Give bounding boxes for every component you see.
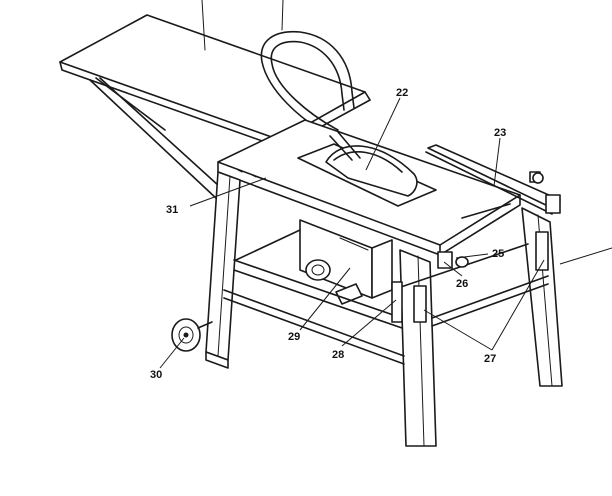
callout-25: 25 <box>492 248 504 260</box>
dust-extraction-hose <box>201 0 355 136</box>
callout-22: 22 <box>396 87 408 99</box>
motor-housing <box>299 219 393 305</box>
rip-fence <box>425 144 561 219</box>
transport-wheel <box>171 318 213 352</box>
saw-blade-guard <box>325 131 418 197</box>
callout-31: 31 <box>166 204 178 216</box>
callout-27: 27 <box>484 353 496 365</box>
callout-30: 30 <box>150 369 162 381</box>
extension-table <box>59 14 371 207</box>
leg-frame <box>205 171 563 447</box>
callout-26: 26 <box>456 278 468 290</box>
callout-29: 29 <box>288 331 300 343</box>
callout-28: 28 <box>332 349 344 361</box>
table-top <box>217 119 521 256</box>
leader-lines <box>159 97 612 369</box>
callout-labels: 22 23 25 26 27 28 29 30 31 <box>150 87 506 381</box>
callout-23: 23 <box>494 127 506 139</box>
